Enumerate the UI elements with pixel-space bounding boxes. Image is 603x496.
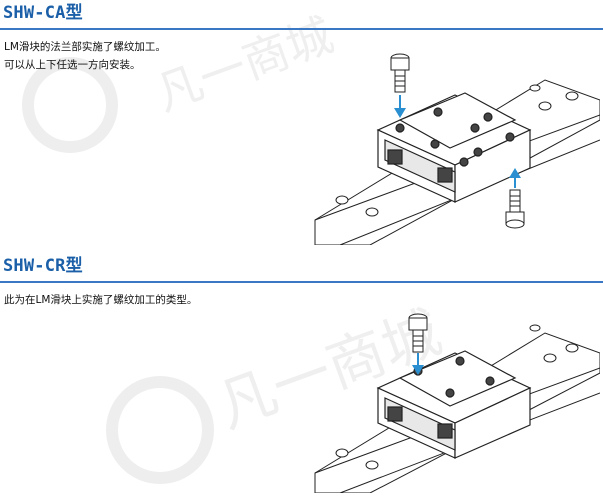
arrow-down-icon: [412, 353, 424, 375]
section-description: LM滑块的法兰部实施了螺纹加工。 可以从上下任选一方向安装。: [4, 38, 166, 74]
lm-block: [376, 92, 532, 203]
bolt-icon: [390, 53, 410, 93]
section-shw-ca: SHW-CA型 LM滑块的法兰部实施了螺纹加工。 可以从上下任选一方向安装。: [0, 3, 603, 245]
section-description: 此为在LM滑块上实施了螺纹加工的类型。: [4, 291, 197, 309]
shw-cr-illustration: [314, 313, 600, 493]
section-title: SHW-CR型: [3, 256, 83, 276]
bolt-icon: [505, 189, 525, 229]
title-rule: [0, 281, 603, 283]
section-shw-cr: SHW-CR型 此为在LM滑块上实施了螺纹加工的类型。: [0, 253, 603, 496]
arrow-down-icon: [394, 95, 406, 118]
description-line: 可以从上下任选一方向安装。: [4, 59, 141, 71]
shw-ca-illustration: [314, 53, 600, 245]
title-rule: [0, 28, 603, 30]
description-line: 此为在LM滑块上实施了螺纹加工的类型。: [4, 294, 198, 306]
description-line: LM滑块的法兰部实施了螺纹加工。: [4, 41, 166, 53]
bolt-icon: [408, 313, 428, 353]
lm-block: [376, 350, 532, 459]
arrow-up-icon: [509, 168, 521, 188]
section-title: SHW-CA型: [3, 3, 83, 23]
